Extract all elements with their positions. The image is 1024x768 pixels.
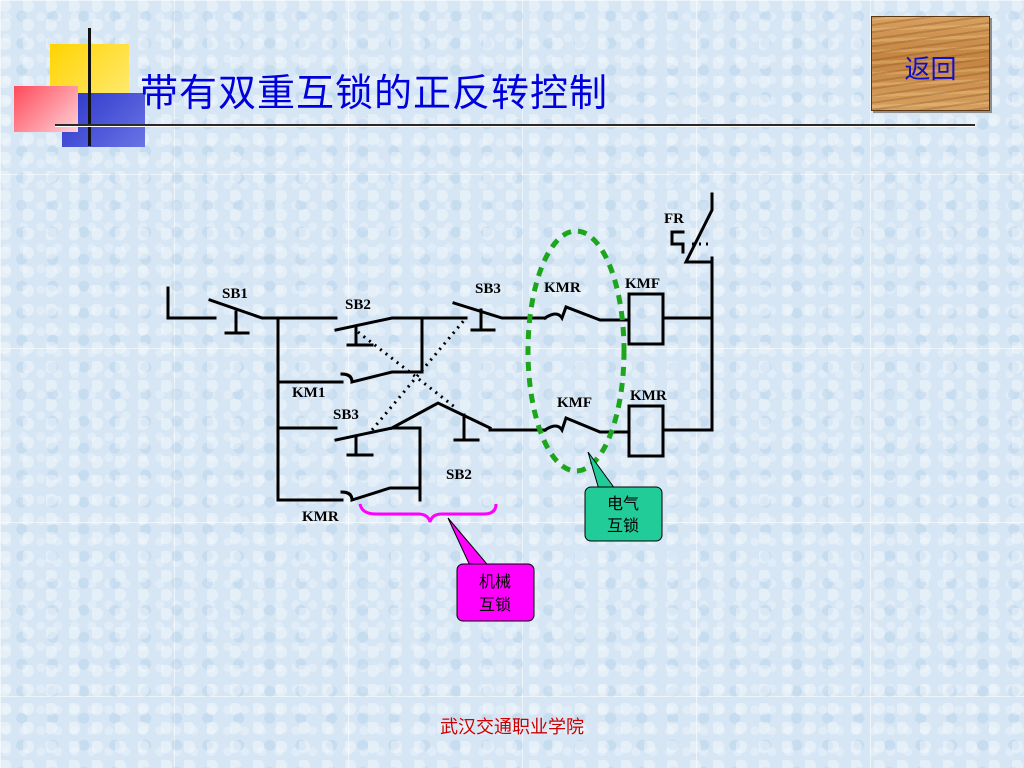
label-kmf-contact-bottom: KMF [557, 395, 592, 411]
label-kmf-coil: KMF [625, 276, 660, 292]
mechanical-callout-line1: 机械 [479, 572, 511, 591]
back-button[interactable]: 返回 [871, 16, 990, 111]
decor-horizontal-line [55, 124, 975, 126]
label-fr: FR [664, 211, 684, 227]
kmr-nc-upper [542, 305, 628, 322]
page-title: 带有双重互锁的正反转控制 [140, 71, 609, 115]
kmf-nc-lower [542, 416, 628, 434]
electrical-interlock-ellipse [525, 228, 627, 474]
sb1-stop-contact [208, 298, 282, 320]
kmf-coil [627, 292, 665, 346]
label-kmr-aux: KMR [302, 509, 339, 525]
label-kmr-contact-top: KMR [544, 280, 581, 296]
kmr-coil [627, 404, 665, 458]
label-sb2-bottom: SB2 [446, 467, 472, 483]
electrical-callout-box [584, 486, 663, 542]
sb2-lower-button [453, 413, 480, 442]
mech-link-1 [357, 330, 457, 410]
mechanical-callout-pointer [447, 517, 494, 571]
label-sb3-bottom: SB3 [333, 407, 359, 423]
kmr-aux-contact [340, 438, 422, 503]
label-sb1: SB1 [222, 286, 248, 302]
decor-vertical-line [88, 28, 91, 146]
decor-horizontal-line-shadow [55, 126, 975, 127]
mechanical-callout-line2: 互锁 [479, 595, 511, 614]
electrical-callout-line1: 电气 [607, 494, 639, 513]
label-kmr-coil: KMR [630, 388, 667, 404]
label-sb3-top: SB3 [475, 281, 501, 297]
sb1-button [224, 310, 250, 335]
label-km1: KM1 [292, 385, 325, 401]
electrical-callout-line2: 互锁 [607, 516, 639, 535]
fr-contact [683, 192, 714, 264]
sb2-lower-link [389, 401, 493, 431]
footer-institution: 武汉交通职业学院 [440, 717, 584, 738]
sb2-upper-button [346, 324, 374, 347]
sb3-upper-button [470, 308, 496, 332]
mechanical-interlock-brace [358, 503, 498, 523]
back-button-label: 返回 [904, 55, 957, 85]
wire-left-entry [166, 286, 217, 320]
fr-thermal-element [670, 230, 685, 254]
mechanical-callout-box [456, 563, 535, 622]
label-sb2-top: SB2 [345, 297, 371, 313]
km1-contact [340, 316, 424, 384]
sb3-lower-button [346, 434, 374, 457]
